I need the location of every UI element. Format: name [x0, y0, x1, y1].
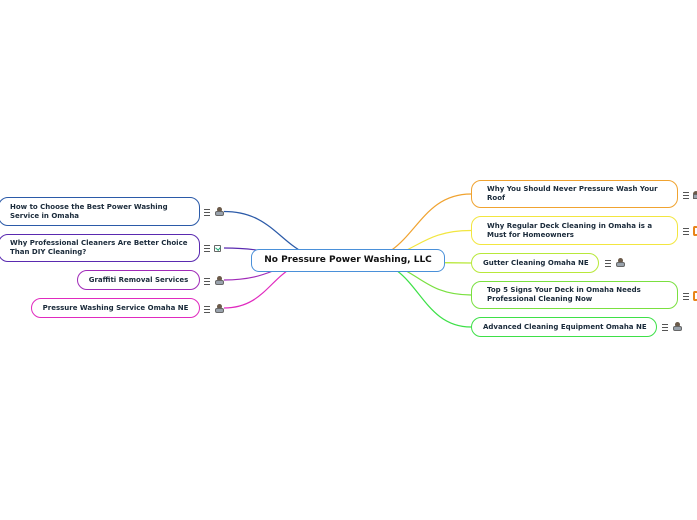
- topic-graffiti-removal[interactable]: Graffiti Removal Services: [77, 270, 200, 290]
- topic-top-5-signs-deck-icons: [683, 290, 697, 302]
- person-icon: [214, 276, 225, 286]
- menu-icon[interactable]: [204, 244, 210, 252]
- menu-icon[interactable]: [605, 259, 611, 267]
- orange-badge-icon: [693, 291, 697, 301]
- person-icon: [672, 322, 683, 332]
- topic-how-to-choose-icons: [204, 206, 225, 218]
- note-icon: [214, 244, 221, 252]
- menu-icon[interactable]: [204, 208, 210, 216]
- menu-icon[interactable]: [683, 191, 689, 199]
- topic-why-professional-cleaners-icons: [204, 242, 221, 254]
- menu-icon[interactable]: [683, 227, 689, 235]
- menu-icon[interactable]: [204, 305, 210, 313]
- topic-pressure-washing-service[interactable]: Pressure Washing Service Omaha NE: [31, 298, 200, 318]
- menu-icon[interactable]: [662, 323, 668, 331]
- topic-pressure-washing-service-icons: [204, 303, 225, 315]
- central-topic[interactable]: No Pressure Power Washing, LLC: [251, 249, 445, 272]
- topic-regular-deck-cleaning[interactable]: Why Regular Deck Cleaning in Omaha is a …: [471, 216, 678, 245]
- topic-advanced-cleaning-equipment[interactable]: Advanced Cleaning Equipment Omaha NE: [471, 317, 657, 337]
- person-icon: [214, 304, 225, 314]
- topic-regular-deck-cleaning-icons: [683, 225, 697, 237]
- topic-never-pressure-wash-roof[interactable]: Why You Should Never Pressure Wash Your …: [471, 180, 678, 208]
- topic-graffiti-removal-icons: [204, 275, 225, 287]
- topic-why-professional-cleaners[interactable]: Why Professional Cleaners Are Better Cho…: [0, 234, 200, 262]
- person-icon: [214, 207, 225, 217]
- topic-never-pressure-wash-roof-icons: [683, 189, 697, 201]
- person-icon: [693, 191, 697, 199]
- topic-how-to-choose[interactable]: How to Choose the Best Power Washing Ser…: [0, 197, 200, 226]
- topic-advanced-cleaning-equipment-icons: [662, 321, 683, 333]
- menu-icon[interactable]: [683, 292, 689, 300]
- topic-gutter-cleaning-icons: [605, 257, 626, 269]
- orange-badge-icon: [693, 226, 697, 236]
- person-icon: [615, 258, 626, 268]
- topic-gutter-cleaning[interactable]: Gutter Cleaning Omaha NE: [471, 253, 599, 273]
- menu-icon[interactable]: [204, 277, 210, 285]
- topic-top-5-signs-deck[interactable]: Top 5 Signs Your Deck in Omaha Needs Pro…: [471, 281, 678, 309]
